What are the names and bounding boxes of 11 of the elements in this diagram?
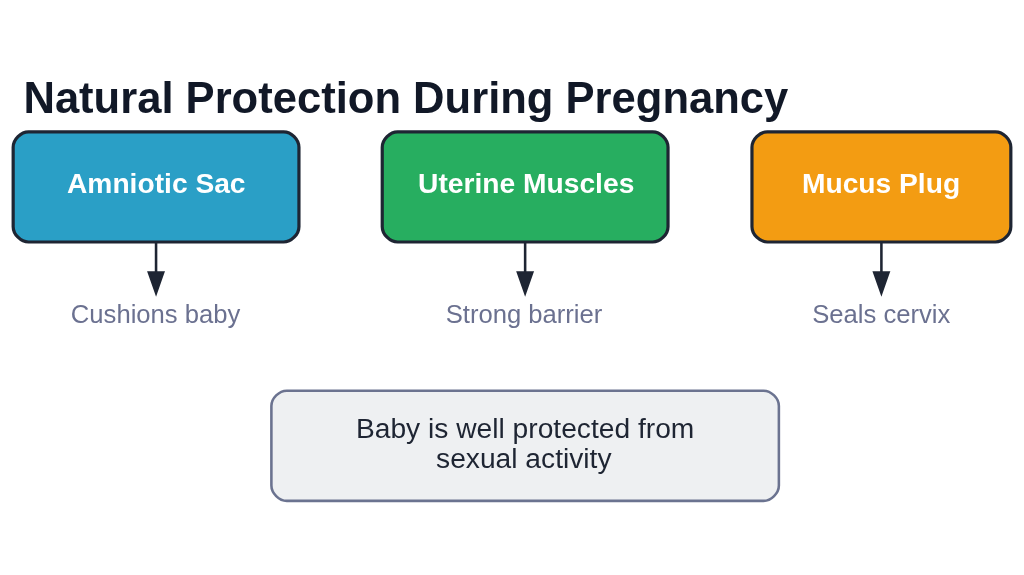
- node-box: Baby is well protected from sexual activity: [270, 389, 781, 503]
- node-box: Uterine Muscles: [380, 130, 670, 244]
- diagram-title: Natural Protection During Pregnancy: [23, 73, 789, 122]
- arrow: [872, 242, 891, 297]
- node-text: Seals cervix: [812, 299, 951, 328]
- node-text: Cushions baby: [70, 299, 241, 328]
- node-text: Strong barrier: [445, 299, 603, 328]
- arrow: [516, 242, 535, 297]
- node-box: Amniotic Sac: [11, 130, 301, 244]
- arrow: [147, 242, 166, 297]
- node-box: Mucus Plug: [750, 130, 1013, 244]
